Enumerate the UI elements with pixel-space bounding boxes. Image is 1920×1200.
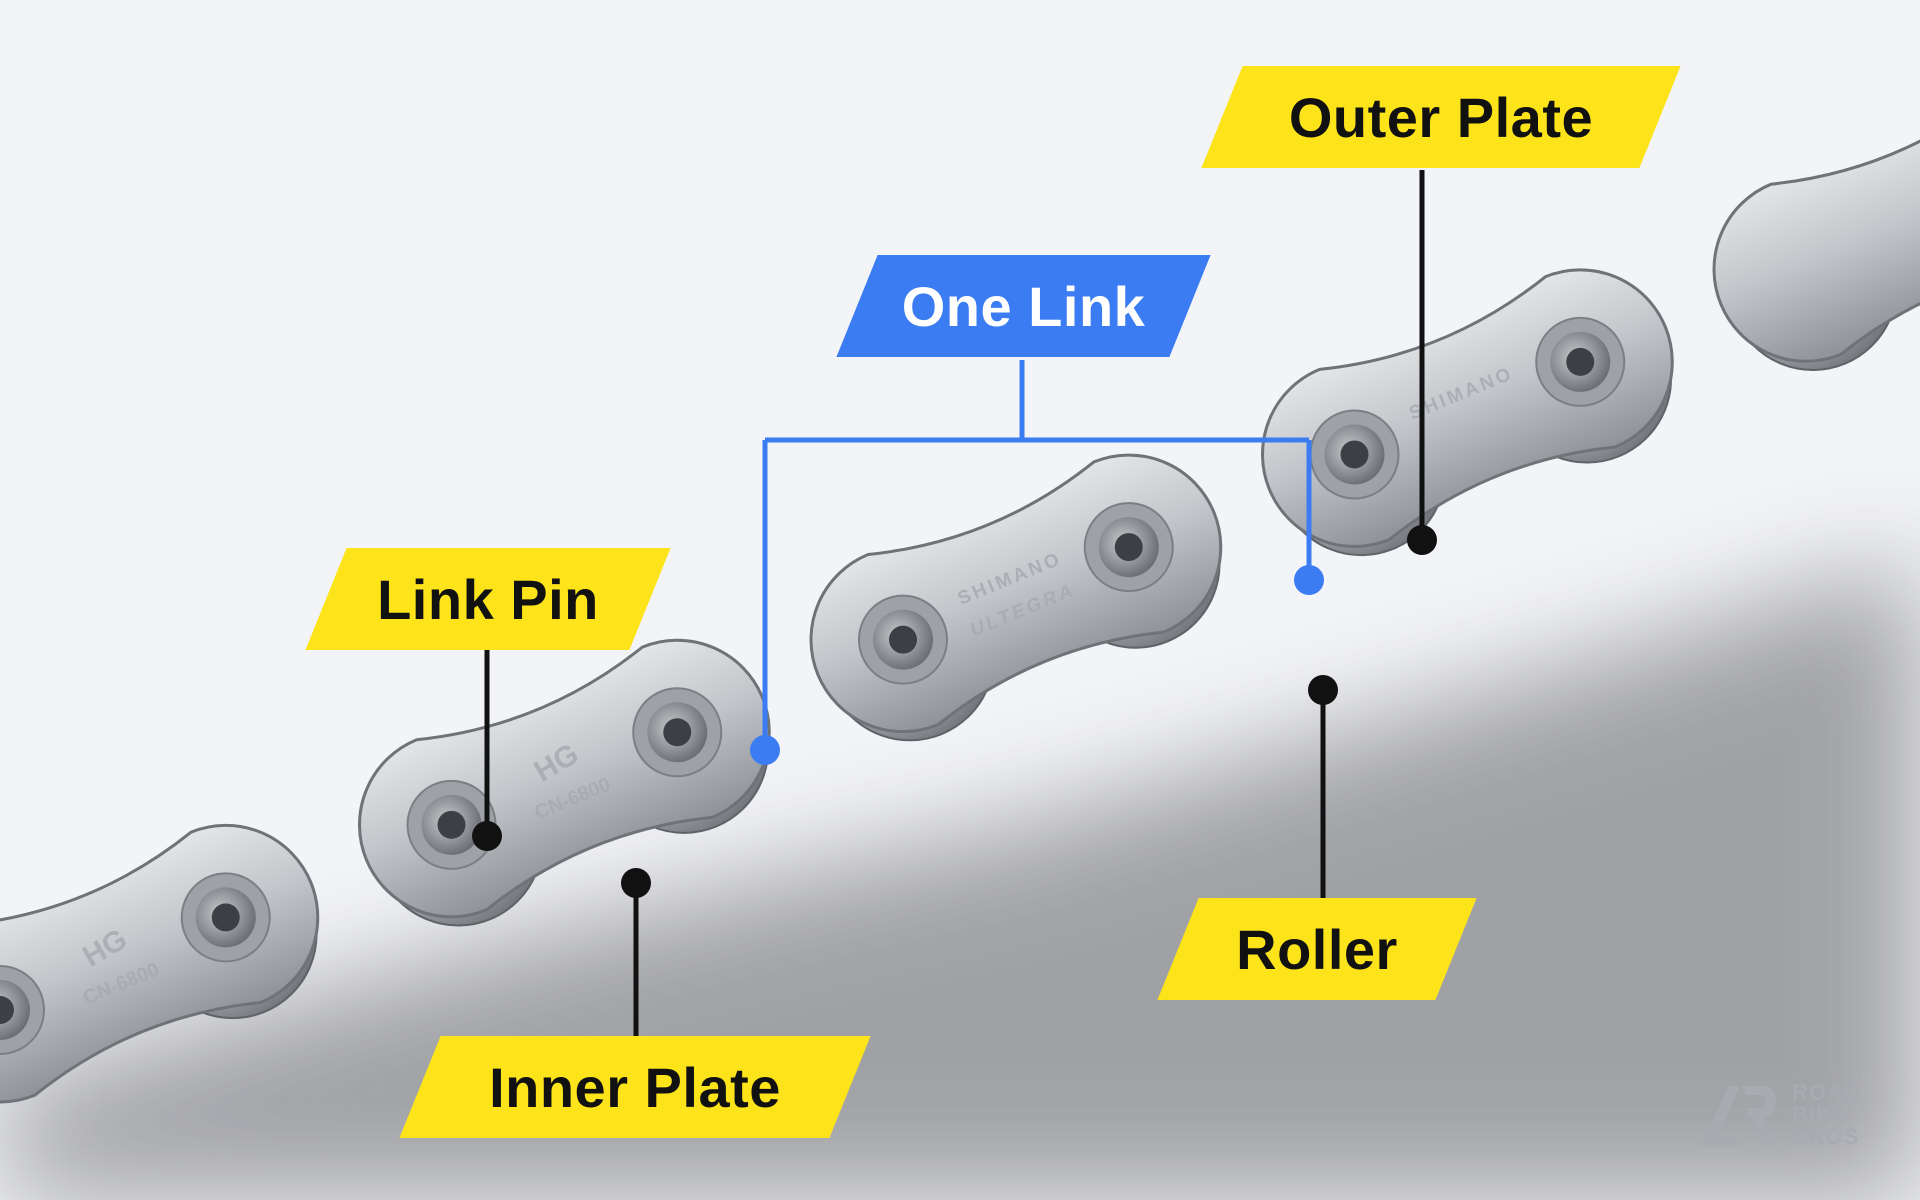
marker-one-link-end [1294,565,1324,595]
marker-one-link-start [750,735,780,765]
label-outer-plate-text: Outer Plate [1288,85,1594,149]
one-link-bracket [762,360,1312,750]
road-bike-bros-logo-icon [1702,1086,1776,1146]
logo-word-road: ROAD [1792,1080,1861,1105]
road-bike-bros-logo: ROAD BIKE BROS [1698,1080,1861,1150]
label-link-pin-text: Link Pin [377,567,599,631]
label-outer-plate: Outer Plate [1201,66,1681,168]
marker-link-pin [472,821,502,851]
label-roller-text: Roller [1236,917,1398,981]
logo-word-bike: BIKE [1792,1102,1849,1127]
marker-roller [1308,675,1338,705]
label-inner-plate-text: Inner Plate [489,1055,781,1119]
pins [0,316,1626,1055]
label-one-link-text: One Link [901,274,1146,338]
label-inner-plate: Inner Plate [399,1036,871,1138]
logo-wordmark: ROAD BIKE BROS [1792,1082,1861,1148]
marker-outer-plate [1407,525,1437,555]
label-one-link: One Link [836,255,1211,357]
label-link-pin: Link Pin [305,548,671,650]
label-roller: Roller [1157,898,1477,1000]
logo-word-bros: BROS [1792,1124,1860,1149]
leader-lines [484,170,1425,1038]
marker-inner-plate [621,868,651,898]
